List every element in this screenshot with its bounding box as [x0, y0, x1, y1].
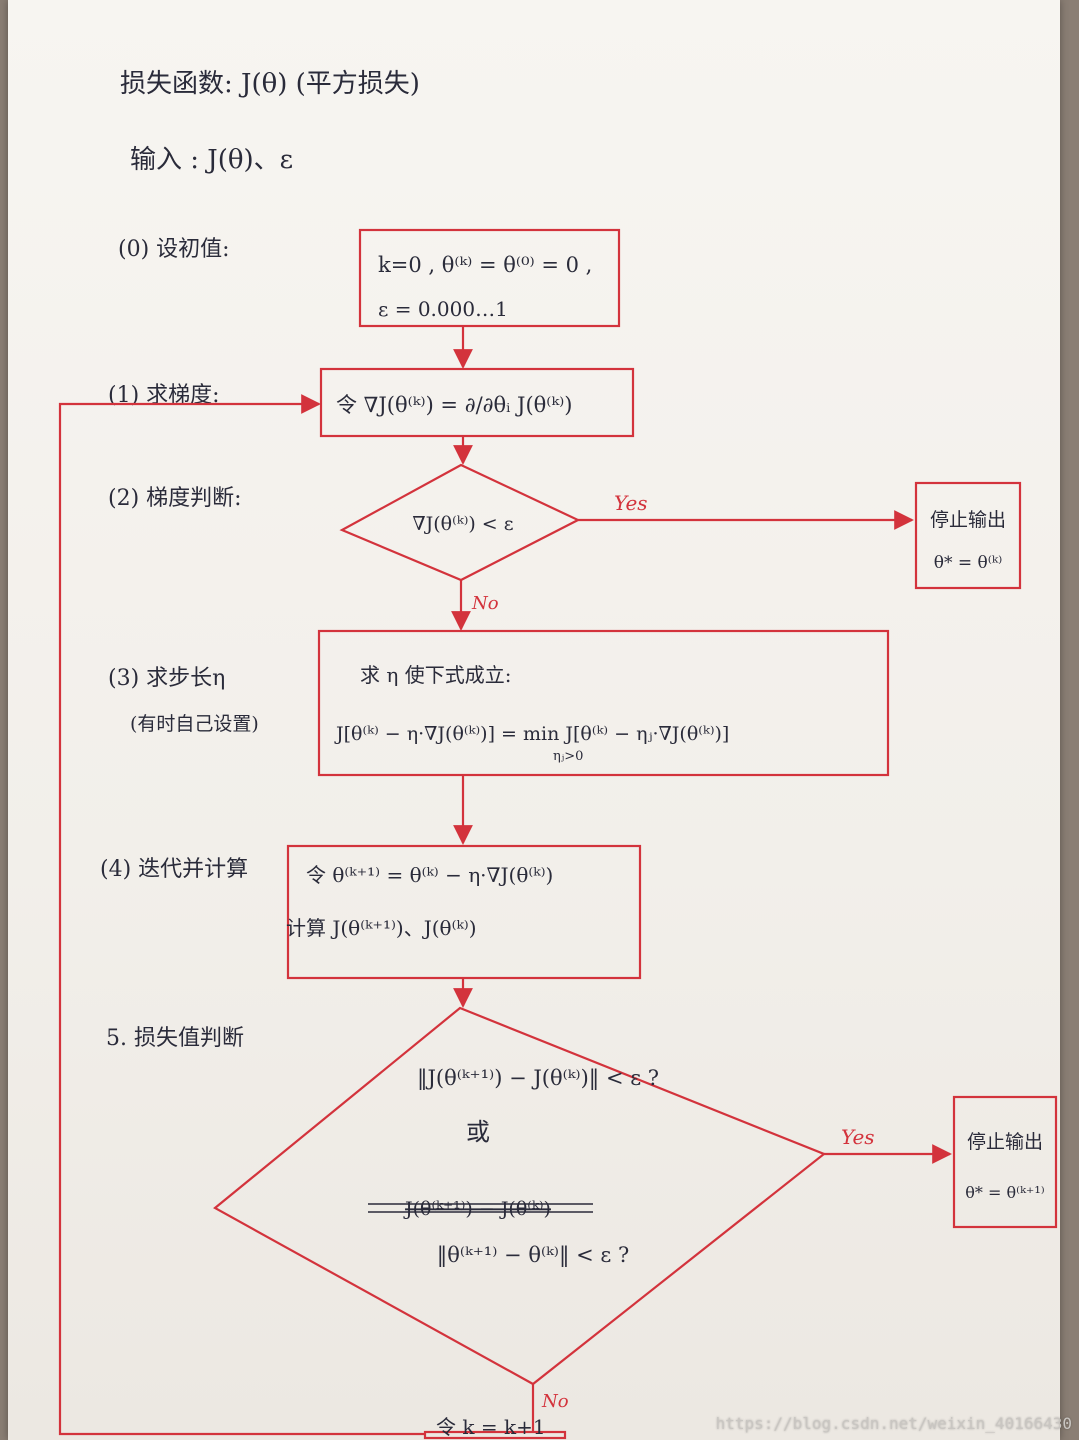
flowchart: 损失函数: J(θ) (平方损失) 输入 : J(θ)、ε (0) 设初值: (…	[58, 69, 1058, 1440]
step3-label: (3) 求步长η	[108, 666, 225, 691]
step4-label: (4) 迭代并计算	[100, 857, 248, 882]
output-box-1	[914, 481, 1022, 590]
step-size-line2: J[θ⁽ᵏ⁾ − η·∇J(θ⁽ᵏ⁾)] = min J[θ⁽ᵏ⁾ − ηⱼ·∇…	[334, 723, 729, 745]
loss-function-text: 损失函数: J(θ) (平方损失)	[120, 69, 420, 99]
input-text: 输入 : J(θ)、ε	[130, 145, 293, 175]
gradient-text: 令 ∇J(θ⁽ᵏ⁾) = ∂/∂θᵢ J(θ⁽ᵏ⁾)	[336, 393, 572, 417]
gradient-check-text: ∇J(θ⁽ᵏ⁾) < ε	[412, 513, 513, 535]
iterate-line2: 计算 J(θ⁽ᵏ⁺¹⁾)、J(θ⁽ᵏ⁾)	[286, 916, 477, 940]
step-size-line1: 求 η 使下式成立:	[360, 663, 511, 687]
yes-label-1: Yes	[614, 491, 648, 515]
loop-back-line	[58, 394, 425, 1436]
watermark: https://blog.csdn.net/weixin_40166430	[715, 1414, 1072, 1433]
loss-check-line1: ‖J(θ⁽ᵏ⁺¹⁾) − J(θ⁽ᵏ⁾)‖ < ε ?	[417, 1066, 659, 1091]
output2-value: θ* = θ⁽ᵏ⁺¹⁾	[965, 1183, 1044, 1202]
init-line2: ε = 0.000…1	[378, 297, 508, 321]
no-label-1: No	[471, 593, 499, 614]
step5-label: 5. 损失值判断	[106, 1026, 244, 1051]
loss-check-or: 或	[466, 1118, 490, 1146]
step-size-box	[317, 629, 890, 777]
iterate-box	[286, 844, 642, 980]
init-box	[358, 228, 621, 328]
increment-text: 令 k = k+1	[436, 1415, 546, 1439]
no-label-2: No	[541, 1391, 569, 1412]
loss-check-diamond	[213, 1006, 827, 1386]
step2-label: (2) 梯度判断:	[108, 486, 242, 511]
iterate-line1: 令 θ⁽ᵏ⁺¹⁾ = θ⁽ᵏ⁾ − η·∇J(θ⁽ᵏ⁾)	[306, 863, 553, 887]
output1-title: 停止输出	[930, 509, 1006, 531]
step-size-min-sub: ηⱼ>0	[553, 749, 583, 764]
output2-title: 停止输出	[967, 1131, 1043, 1153]
loss-check-struck: J(θ⁽ᵏ⁺¹⁾) − J(θ⁽ᵏ⁾)	[403, 1198, 551, 1220]
gradient-box	[319, 367, 635, 438]
loss-check-line3: ‖θ⁽ᵏ⁺¹⁾ − θ⁽ᵏ⁾‖ < ε ?	[437, 1243, 629, 1268]
yes-label-2: Yes	[841, 1125, 875, 1149]
paper-sheet: 损失函数: J(θ) (平方损失) 输入 : J(θ)、ε (0) 设初值: (…	[8, 0, 1060, 1440]
output1-value: θ* = θ⁽ᵏ⁾	[934, 553, 1003, 573]
step0-label: (0) 设初值:	[118, 237, 230, 262]
step3-sublabel: (有时自己设置)	[130, 713, 259, 735]
output-box-2	[952, 1095, 1058, 1229]
init-line1: k=0 , θ⁽ᵏ⁾ = θ⁽⁰⁾ = 0 ,	[378, 253, 592, 277]
